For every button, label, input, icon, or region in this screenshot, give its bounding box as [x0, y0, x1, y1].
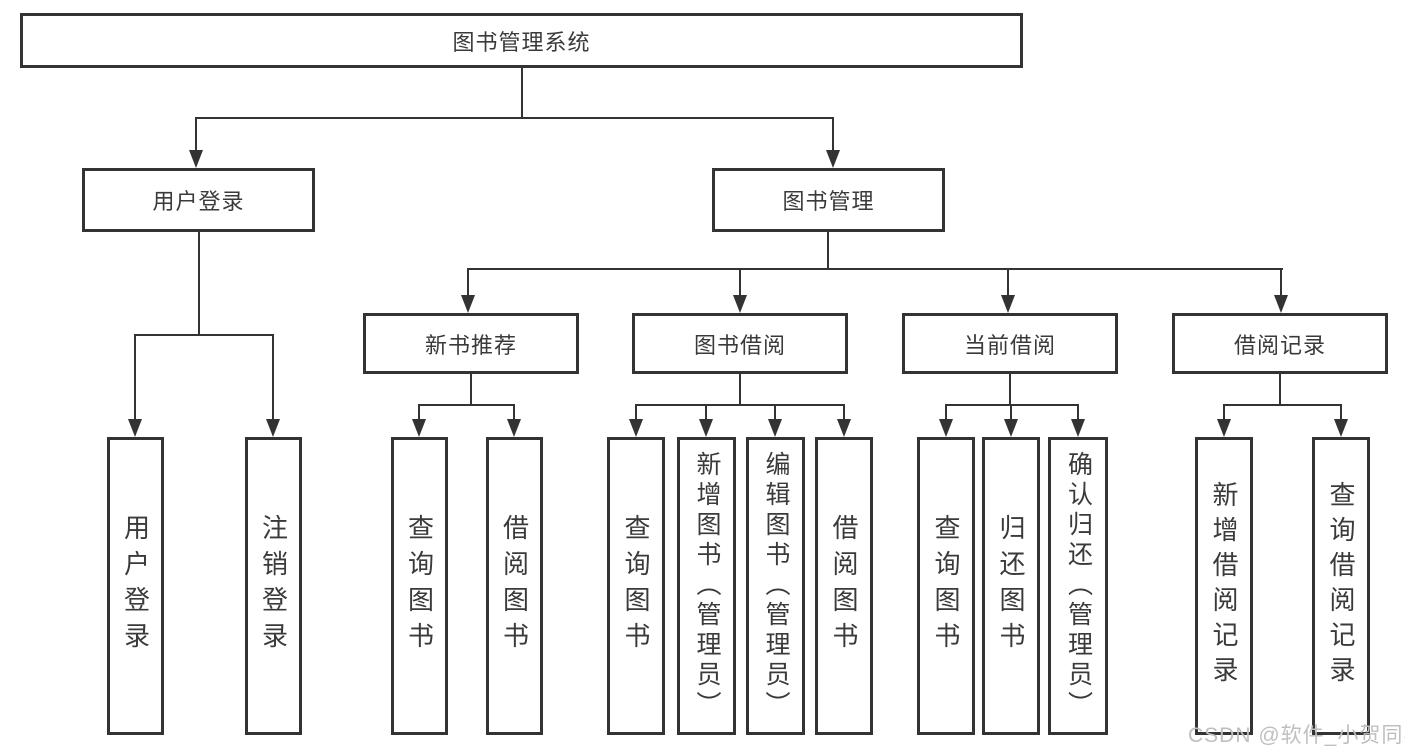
- connector-stem-br-add: [1223, 404, 1225, 420]
- csdn-watermark: CSDN @软件_小贺同学: [1188, 724, 1405, 747]
- leaf-label: 注销登录: [258, 514, 289, 658]
- node-label: 图书管理系统: [452, 29, 591, 55]
- leaf-label: 编辑图书（管理员）: [762, 451, 790, 721]
- leaf-label: 归还图书: [996, 514, 1026, 658]
- leaf-label: 查询图书: [404, 514, 435, 658]
- connector-stem-cb-query: [945, 404, 947, 420]
- leaf-label: 查询图书: [931, 514, 961, 658]
- connector-stem-bb-borrow: [843, 404, 845, 420]
- arrowhead-borrowing-records: [1274, 295, 1288, 313]
- connector-stem-new-book-recommend: [467, 268, 469, 296]
- connector-stem-br-query: [1340, 404, 1342, 420]
- connector-stem-user-login: [195, 117, 197, 151]
- node-label: 新书推荐: [424, 332, 517, 358]
- connector-stem-rec-borrow: [513, 404, 515, 420]
- arrowhead-rec-query: [412, 419, 426, 437]
- leaf-recommend-query-books: 查询图书: [391, 437, 448, 735]
- node-user-login: 用户登录: [82, 168, 315, 232]
- leaf-recommend-borrow-books: 借阅图书: [486, 437, 543, 735]
- connector-stem-current-borrowing: [1007, 268, 1009, 296]
- arrowhead-cb-query: [939, 419, 953, 437]
- connector-borrowing-trunk: [739, 374, 741, 406]
- node-label: 当前借阅: [963, 332, 1056, 358]
- connector-stem-borrowing-records: [1280, 268, 1282, 296]
- node-label: 用户登录: [152, 189, 245, 214]
- arrowhead-rec-borrow: [507, 419, 521, 437]
- leaf-current-confirm-return-admin: 确认归还（管理员）: [1048, 437, 1108, 735]
- connector-stem-cb-confirm: [1077, 404, 1079, 420]
- node-label: 图书借阅: [693, 332, 786, 358]
- leaf-label: 借阅图书: [829, 514, 859, 658]
- leaf-label: 查询图书: [621, 514, 651, 658]
- connector-records-branch: [1223, 404, 1342, 406]
- node-book-management: 图书管理: [712, 168, 945, 232]
- arrowhead-bb-query: [629, 419, 643, 437]
- connector-bookmgmt-trunk: [827, 232, 829, 270]
- leaf-label: 新增图书（管理员）: [693, 451, 721, 721]
- arrowhead-book-borrowing: [733, 295, 747, 313]
- connector-recommend-branch: [418, 404, 515, 406]
- arrowhead-user-login: [189, 150, 203, 168]
- connector-stem-book-borrowing: [739, 268, 741, 296]
- connector-userlogin-trunk: [198, 232, 200, 336]
- leaf-records-query-record: 查询借阅记录: [1312, 437, 1370, 735]
- connector-stem-leaf-logout: [272, 334, 274, 420]
- node-borrowing-records: 借阅记录: [1172, 313, 1388, 374]
- arrowhead-leaf-login: [128, 419, 142, 437]
- connector-stem-bb-edit: [774, 404, 776, 420]
- leaf-label: 用户登录: [120, 514, 151, 658]
- connector-root-trunk: [521, 68, 523, 118]
- leaf-label: 查询借阅记录: [1326, 481, 1356, 691]
- node-label: 借阅记录: [1233, 332, 1326, 358]
- arrowhead-bb-add: [699, 419, 713, 437]
- node-new-book-recommend: 新书推荐: [363, 313, 579, 374]
- connector-records-trunk: [1279, 374, 1281, 406]
- leaf-label: 借阅图书: [499, 514, 530, 658]
- leaf-label: 新增借阅记录: [1209, 481, 1239, 691]
- arrowhead-new-book-recommend: [461, 295, 475, 313]
- connector-current-trunk: [1009, 374, 1011, 406]
- connector-bookmgmt-branch: [467, 268, 1283, 270]
- arrowhead-bb-edit: [768, 419, 782, 437]
- arrowhead-current-borrowing: [1001, 295, 1015, 313]
- arrowhead-br-query: [1334, 419, 1348, 437]
- node-book-borrowing: 图书借阅: [632, 313, 848, 374]
- connector-stem-leaf-login: [134, 334, 136, 420]
- connector-stem-cb-return: [1010, 404, 1012, 420]
- connector-stem-bb-query: [635, 404, 637, 420]
- leaf-current-return-books: 归还图书: [982, 437, 1040, 735]
- arrowhead-cb-return: [1004, 419, 1018, 437]
- arrowhead-br-add: [1217, 419, 1231, 437]
- leaf-borrowing-edit-books-admin: 编辑图书（管理员）: [746, 437, 805, 735]
- connector-stem-book-management: [832, 117, 834, 151]
- connector-current-branch: [945, 404, 1079, 406]
- leaf-borrowing-borrow-books: 借阅图书: [815, 437, 873, 735]
- leaf-user-login: 用户登录: [107, 437, 164, 735]
- connector-root-branch: [196, 117, 834, 119]
- arrowhead-book-management: [826, 150, 840, 168]
- arrowhead-cb-confirm: [1071, 419, 1085, 437]
- connector-stem-rec-query: [418, 404, 420, 420]
- arrowhead-leaf-logout: [266, 419, 280, 437]
- leaf-logout: 注销登录: [245, 437, 302, 735]
- leaf-records-add-record: 新增借阅记录: [1195, 437, 1253, 735]
- node-label: 图书管理: [782, 189, 875, 214]
- leaf-borrowing-query-books: 查询图书: [607, 437, 665, 735]
- leaf-borrowing-add-books-admin: 新增图书（管理员）: [677, 437, 736, 735]
- node-root-library-system: 图书管理系统: [20, 13, 1023, 68]
- connector-recommend-trunk: [470, 374, 472, 406]
- arrowhead-bb-borrow: [837, 419, 851, 437]
- node-current-borrowing: 当前借阅: [902, 313, 1118, 374]
- connector-stem-bb-add: [705, 404, 707, 420]
- connector-borrowing-branch: [635, 404, 845, 406]
- connector-userlogin-branch: [134, 334, 274, 336]
- leaf-label: 确认归还（管理员）: [1064, 451, 1093, 721]
- leaf-current-query-books: 查询图书: [917, 437, 975, 735]
